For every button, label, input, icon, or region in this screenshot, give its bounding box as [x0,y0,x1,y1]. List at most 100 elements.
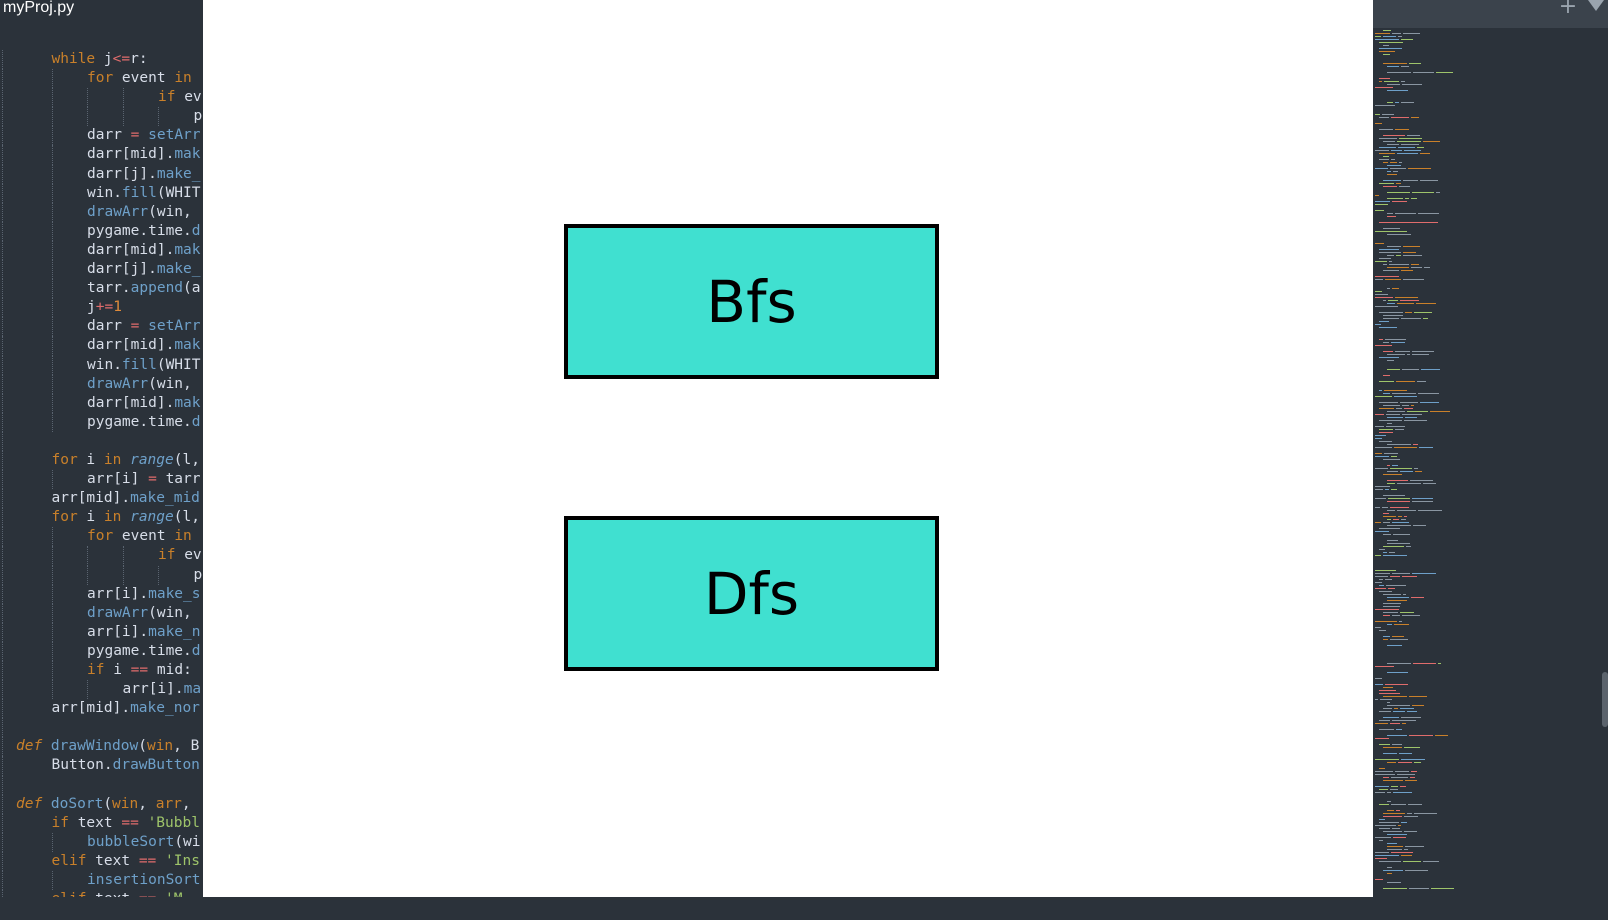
code-minimap[interactable]: + [1373,0,1608,897]
minimap-line [1388,498,1410,499]
minimap-line [1412,192,1434,193]
minimap-line [1375,438,1382,439]
code-token: bubbleSort [87,833,175,850]
code-line-text: if text == 'Bubbl [52,814,200,833]
code-line[interactable]: arr[i] = tarr [0,470,203,490]
code-line[interactable]: if ev [0,88,203,108]
minimap-line [1383,546,1404,547]
code-line[interactable]: arr[mid].make_nor [0,699,203,719]
code-line[interactable]: darr[mid].mak [0,393,203,413]
minimap-line [1383,63,1407,64]
code-line[interactable]: for event in [0,69,203,89]
code-line[interactable]: pygame.time.d [0,641,203,661]
minimap-line [1404,831,1417,832]
code-line[interactable]: drawArr(win, [0,202,203,222]
code-line[interactable]: arr[i].make_s [0,584,203,604]
code-line[interactable]: darr = setArr [0,126,203,146]
code-line[interactable]: while j<=r: [0,50,203,70]
code-line[interactable]: if ev [0,546,203,566]
minimap-line [1380,699,1392,700]
minimap-line [1390,789,1398,790]
code-line[interactable]: j+=1 [0,298,203,318]
code-line[interactable]: for i in range(l, [0,450,203,471]
code-line[interactable]: win.fill(WHIT [0,355,203,375]
code-line[interactable]: def drawWindow(win, B [0,737,203,757]
code-token: (win, [148,604,192,621]
indent-guide [51,69,53,89]
scrollbar-track[interactable] [1602,30,1608,897]
minimap-line [1423,861,1439,862]
code-line-text: for event in [87,69,201,88]
bfs-button[interactable]: Bfs [564,224,939,379]
minimap-line [1414,312,1432,313]
code-token: arr[i]. [87,623,149,640]
minimap-line [1406,546,1411,547]
code-line[interactable]: pygame.time.d [0,221,203,241]
code-line[interactable]: darr = setArr [0,317,203,337]
indent-guide [87,546,88,566]
code-line[interactable]: for i in range(l, [0,508,203,528]
code-token: text [77,814,122,831]
indent-guide [51,412,53,432]
file-tab-title[interactable]: myProj.py [3,0,75,16]
indent-guide [87,565,88,585]
code-line[interactable]: def doSort(win, arr, [0,794,203,814]
code-line[interactable]: for event in [0,527,203,547]
code-line[interactable]: darr[mid].mak [0,145,203,165]
plus-icon[interactable]: + [1558,0,1578,19]
minimap-line [1418,213,1439,214]
code-line[interactable]: Button.drawButton [0,756,203,776]
chevron-down-icon[interactable] [1588,0,1604,11]
code-line[interactable]: darr[j].make_ [0,260,203,280]
code-line[interactable]: darr[mid].mak [0,336,203,356]
minimap-line [1390,639,1408,640]
code-line[interactable]: win.fill(WHIT [0,183,203,203]
code-line[interactable]: insertionSort [0,871,203,891]
code-line[interactable]: arr[i].ma [0,680,203,700]
code-line[interactable]: darr[j].make_ [0,164,203,184]
code-line[interactable]: arr[i].make_n [0,622,203,642]
minimap-line [1389,261,1392,262]
code-token: ( [138,738,147,755]
code-line-text: while j<=r: [52,50,148,69]
code-line[interactable]: p [0,107,203,127]
code-line[interactable]: arr[mid].make_mid [0,489,203,509]
minimap-line [1400,612,1414,613]
code-line[interactable]: drawArr(win, [0,374,203,394]
minimap-line [1375,447,1392,448]
code-line[interactable] [0,775,203,795]
code-line[interactable]: if i == mid: [0,661,203,681]
code-line[interactable]: drawArr(win, [0,603,203,623]
minimap-line [1416,303,1436,304]
minimap-line [1414,813,1437,814]
indent-guide [51,107,53,127]
indent-guide [2,775,3,795]
code-line[interactable]: bubbleSort(wi [0,832,203,852]
scrollbar-thumb[interactable] [1602,672,1608,727]
code-line[interactable]: if text == 'Bubbl [0,813,203,833]
minimap-line [1383,534,1391,535]
indent-guide [87,680,88,700]
code-line[interactable]: pygame.time.d [0,412,203,432]
minimap-line [1385,579,1392,580]
minimap-line [1411,117,1419,118]
code-line[interactable]: darr[mid].mak [0,240,203,261]
minimap-line [1400,300,1419,301]
code-line[interactable] [0,431,203,451]
minimap-line [1375,522,1381,523]
code-line[interactable]: p [0,565,203,585]
dfs-button[interactable]: Dfs [564,516,939,671]
code-token: setArr [148,127,201,144]
code-line[interactable] [0,718,203,738]
code-line[interactable]: tarr.append(a [0,279,203,299]
minimap-line [1413,525,1426,526]
minimap-line [1375,261,1387,262]
code-line-text: arr[i].make_n [87,623,201,642]
minimap-line [1383,555,1407,556]
minimap-line [1408,804,1422,805]
minimap-line [1375,570,1396,571]
code-line[interactable]: elif text == 'Ins [0,851,203,872]
minimap-line [1387,102,1393,103]
